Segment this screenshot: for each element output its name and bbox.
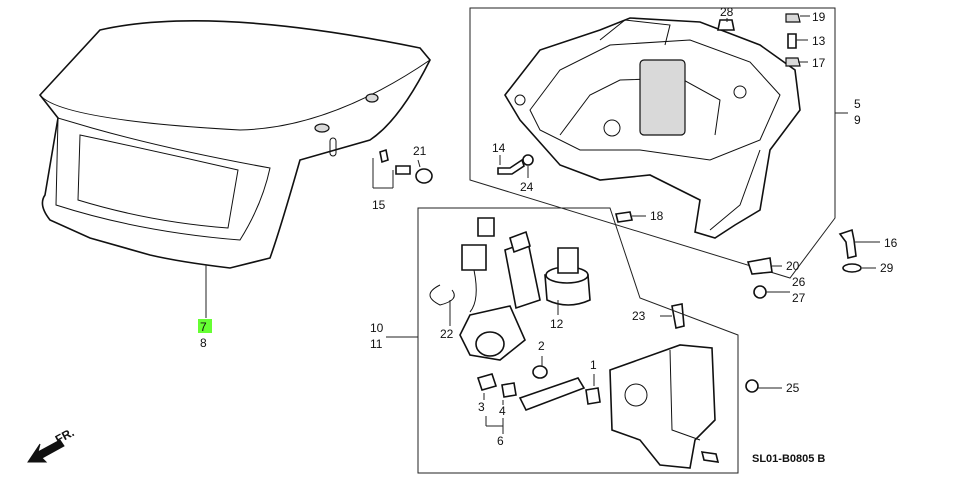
leader-lines bbox=[205, 15, 880, 434]
selected-part-highlight bbox=[198, 319, 212, 333]
callout-19[interactable]: 19 bbox=[812, 10, 826, 24]
diagram-code: SL01-B0805 B bbox=[752, 453, 825, 465]
callout-9[interactable]: 9 bbox=[854, 113, 861, 127]
leveling-motor-assembly bbox=[417, 207, 739, 474]
callout-25[interactable]: 25 bbox=[786, 381, 800, 395]
callout-13[interactable]: 13 bbox=[812, 34, 826, 48]
callout-10[interactable]: 10 bbox=[370, 321, 384, 335]
callout-22[interactable]: 22 bbox=[440, 327, 454, 341]
callout-28[interactable]: 28 bbox=[720, 5, 734, 19]
callout-15[interactable]: 15 bbox=[372, 198, 386, 212]
callout-20[interactable]: 20 bbox=[786, 259, 800, 273]
front-direction-arrow: FR. bbox=[27, 425, 76, 463]
callout-23[interactable]: 23 bbox=[632, 309, 646, 323]
callout-24[interactable]: 24 bbox=[520, 180, 534, 194]
callout-27[interactable]: 27 bbox=[792, 291, 806, 305]
callouts: 7 8 5 9 21 15 28 19 13 17 14 24 18 16 20… bbox=[200, 5, 898, 448]
callout-21[interactable]: 21 bbox=[413, 144, 427, 158]
callout-12[interactable]: 12 bbox=[550, 317, 564, 331]
callout-6[interactable]: 6 bbox=[497, 434, 504, 448]
headlight-housing bbox=[38, 20, 431, 269]
callout-18[interactable]: 18 bbox=[650, 209, 664, 223]
callout-17[interactable]: 17 bbox=[812, 56, 826, 70]
callout-4[interactable]: 4 bbox=[499, 404, 506, 418]
callout-26[interactable]: 26 bbox=[792, 275, 806, 289]
callout-11[interactable]: 11 bbox=[370, 337, 383, 351]
callout-2[interactable]: 2 bbox=[538, 339, 545, 353]
callout-5[interactable]: 5 bbox=[854, 97, 861, 111]
callout-14[interactable]: 14 bbox=[492, 141, 506, 155]
callout-16[interactable]: 16 bbox=[884, 236, 898, 250]
callout-8[interactable]: 8 bbox=[200, 336, 207, 350]
callout-3[interactable]: 3 bbox=[478, 400, 485, 414]
callout-29[interactable]: 29 bbox=[880, 261, 894, 275]
callout-7[interactable]: 7 bbox=[200, 320, 207, 334]
mount-bracket bbox=[469, 7, 836, 279]
callout-1[interactable]: 1 bbox=[590, 358, 597, 372]
fasteners-upper bbox=[379, 13, 862, 393]
